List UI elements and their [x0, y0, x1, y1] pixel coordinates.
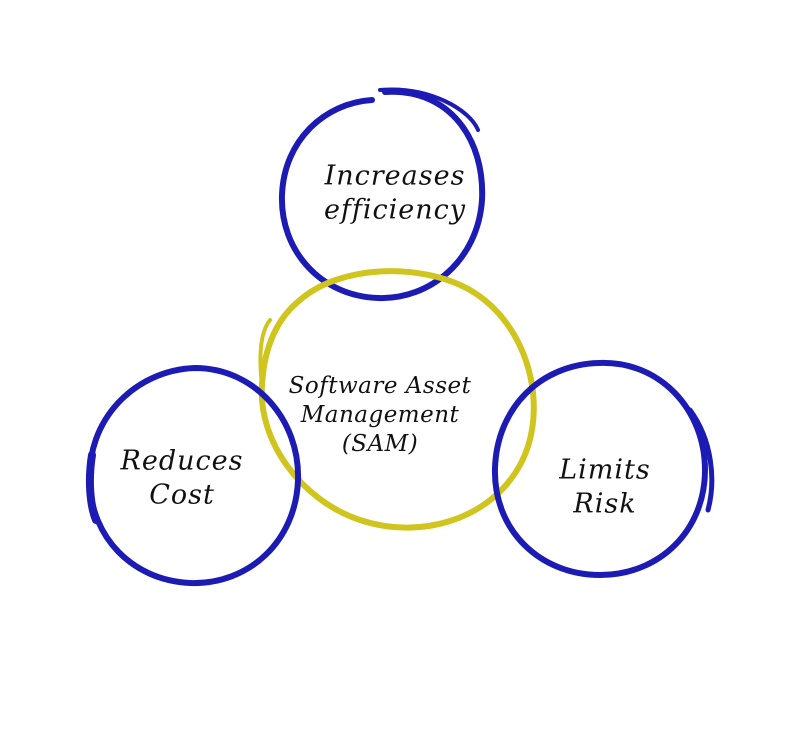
top-circle	[278, 88, 486, 302]
top-label: Increases efficiency	[324, 159, 466, 227]
center-circle-tail	[258, 318, 272, 387]
center-label-line2: Management	[300, 401, 460, 428]
center-label: Software Asset Management (SAM)	[289, 372, 472, 458]
left-label: Reduces Cost	[121, 444, 244, 512]
center-label-line1: Software Asset	[288, 372, 472, 399]
left-label-line2: Cost	[149, 479, 215, 510]
top-circle-tail	[378, 87, 480, 132]
right-label: Limits Risk	[559, 453, 651, 521]
center-label-line3: (SAM)	[341, 430, 419, 457]
left-circle-tail	[85, 451, 100, 524]
top-label-line2: efficiency	[323, 194, 467, 225]
top-label-line1: Increases	[324, 160, 466, 192]
left-circle	[86, 364, 302, 587]
right-circle-tail	[687, 407, 715, 513]
right-label-line1: Limits	[559, 454, 651, 486]
right-label-line2: Risk	[573, 488, 637, 519]
left-label-line1: Reduces	[120, 445, 244, 477]
